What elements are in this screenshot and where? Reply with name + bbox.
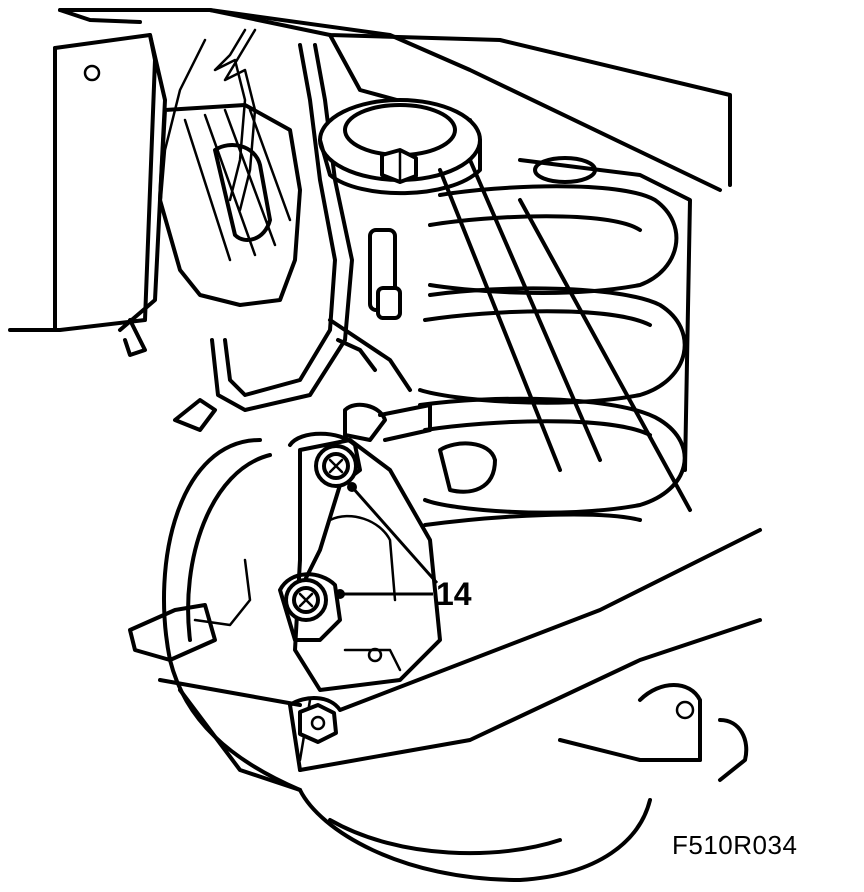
lower-housing — [558, 683, 749, 782]
knuckle-upper — [158, 103, 402, 320]
callout-number: 14 — [436, 576, 472, 612]
spring-seat — [518, 156, 692, 472]
brake-lines — [158, 28, 354, 412]
stabilizer-link — [328, 318, 497, 494]
strut-mount — [318, 98, 482, 196]
hose-clip — [128, 398, 252, 662]
callout-leaders — [335, 482, 439, 599]
mounting-bracket — [8, 33, 167, 357]
figure-id: F510R034 — [672, 830, 798, 860]
upper-caliper-bolt — [314, 444, 358, 488]
coil-spring — [418, 184, 687, 527]
shock-absorber — [438, 158, 692, 512]
control-arm — [158, 528, 762, 792]
chassis-rail — [58, 8, 732, 192]
lower-caliper-bolt — [284, 578, 328, 622]
